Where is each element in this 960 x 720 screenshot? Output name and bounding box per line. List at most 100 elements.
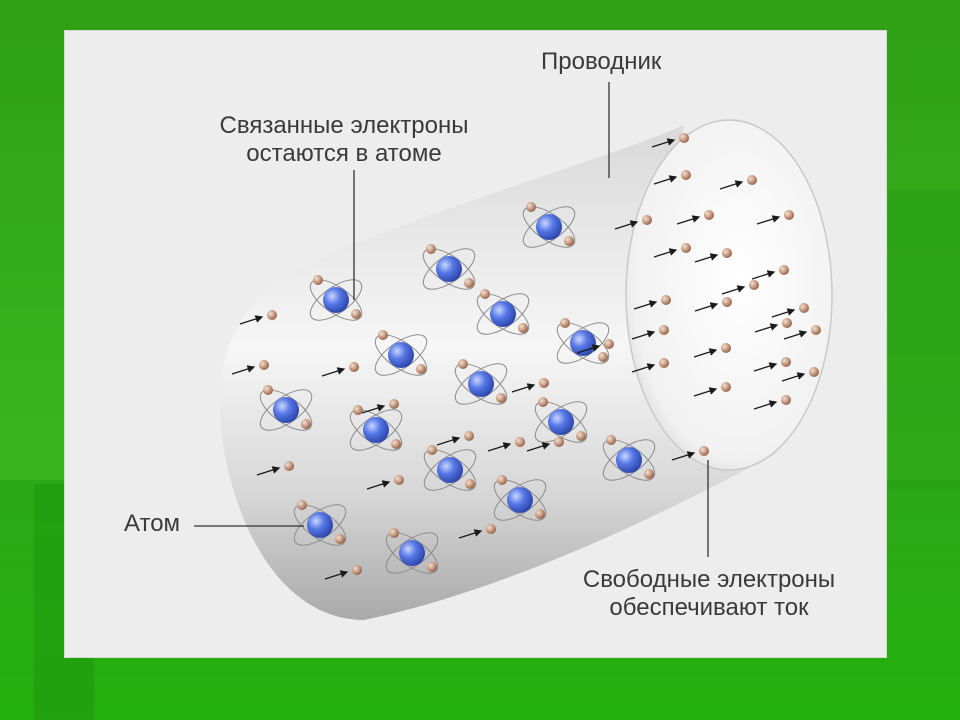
electron-icon: [781, 395, 791, 405]
arrow-icon: [781, 372, 806, 382]
free-electrons-line-1: Свободные электроны: [582, 566, 836, 593]
conductor-diagram: [194, 82, 833, 620]
free-electron: [653, 170, 691, 185]
arrow-icon: [694, 302, 719, 312]
arrow-icon: [436, 436, 461, 446]
electron-icon: [496, 393, 506, 403]
arrow-icon: [366, 480, 391, 490]
arrow-icon: [239, 315, 264, 325]
arrow-icon: [576, 344, 601, 354]
electron-icon: [604, 339, 614, 349]
electron-icon: [464, 278, 474, 288]
free-electron: [487, 437, 525, 452]
electron-icon: [799, 303, 809, 313]
free-electron: [614, 215, 652, 230]
free-electrons-layer: [231, 133, 821, 580]
free-electron: [458, 524, 496, 539]
conductor-label: Проводник: [541, 48, 662, 75]
free-electron: [321, 362, 359, 377]
electron-icon: [263, 385, 273, 395]
free-electron: [361, 399, 399, 414]
free-electron: [256, 461, 294, 476]
electron-icon: [335, 534, 345, 544]
bound-electrons-line-1: Связанные электроны: [219, 112, 469, 139]
free-electron: [694, 248, 732, 263]
arrow-icon: [256, 466, 281, 476]
arrow-icon: [693, 348, 718, 358]
free-electron: [324, 565, 362, 580]
free-electrons-label: Свободные электроны обеспечивают ток: [544, 566, 874, 622]
electron-icon: [661, 295, 671, 305]
electron-icon: [427, 562, 437, 572]
electron-icon: [480, 289, 490, 299]
electron-icon: [722, 248, 732, 258]
free-electron: [771, 303, 809, 318]
arrow-icon: [676, 215, 701, 225]
electron-icon: [576, 431, 586, 441]
electron-icon: [538, 397, 548, 407]
electron-icon: [284, 461, 294, 471]
atom-icon: [454, 359, 508, 405]
electron-icon: [659, 325, 669, 335]
electron-icon: [267, 310, 277, 320]
free-electron: [633, 295, 671, 310]
electron-icon: [704, 210, 714, 220]
arrow-icon: [458, 529, 483, 539]
free-electron: [676, 210, 714, 225]
electron-icon: [416, 364, 426, 374]
electron-icon: [353, 405, 363, 415]
electron-icon: [749, 280, 759, 290]
arrow-icon: [671, 451, 696, 461]
electron-icon: [515, 437, 525, 447]
electron-icon: [313, 275, 323, 285]
electron-icon: [464, 431, 474, 441]
atoms-layer: [259, 202, 656, 574]
arrow-icon: [756, 215, 781, 225]
electron-icon: [427, 445, 437, 455]
arrow-icon: [324, 570, 349, 580]
electron-icon: [526, 202, 536, 212]
electron-icon: [378, 330, 388, 340]
atom-icon: [476, 289, 530, 335]
atom-icon: [522, 202, 576, 248]
free-electron: [721, 280, 759, 295]
atom-icon: [602, 435, 656, 481]
free-electron: [753, 357, 791, 372]
free-electron: [239, 310, 277, 325]
free-electron: [526, 437, 564, 452]
electron-icon: [721, 343, 731, 353]
free-electron: [231, 360, 269, 375]
electron-icon: [426, 244, 436, 254]
decor-stripe-right: [888, 190, 960, 490]
bound-electrons-label: Связанные электроны остаются в атоме: [184, 112, 504, 168]
arrow-icon: [631, 330, 656, 340]
electron-icon: [349, 362, 359, 372]
arrow-icon: [614, 220, 639, 230]
arrow-icon: [719, 180, 744, 190]
atom-icon: [423, 445, 477, 491]
arrow-icon: [631, 363, 656, 373]
electron-icon: [389, 399, 399, 409]
electron-icon: [560, 318, 570, 328]
electron-icon: [564, 236, 574, 246]
electron-icon: [644, 469, 654, 479]
atom-icon: [349, 405, 403, 451]
electron-icon: [721, 382, 731, 392]
atom-icon: [493, 475, 547, 521]
atom-label: Атом: [124, 510, 181, 537]
arrow-icon: [771, 308, 796, 318]
electron-icon: [782, 318, 792, 328]
free-electron: [653, 243, 691, 258]
atom-icon: [534, 397, 588, 443]
free-electrons-line-2: обеспечивают ток: [609, 594, 809, 621]
electron-icon: [681, 243, 691, 253]
electron-icon: [659, 358, 669, 368]
free-electron: [693, 382, 731, 397]
electron-icon: [539, 378, 549, 388]
arrow-icon: [754, 323, 779, 333]
free-electron: [719, 175, 757, 190]
free-electron: [753, 395, 791, 410]
free-electron: [756, 210, 794, 225]
electron-icon: [389, 528, 399, 538]
electron-icon: [811, 325, 821, 335]
